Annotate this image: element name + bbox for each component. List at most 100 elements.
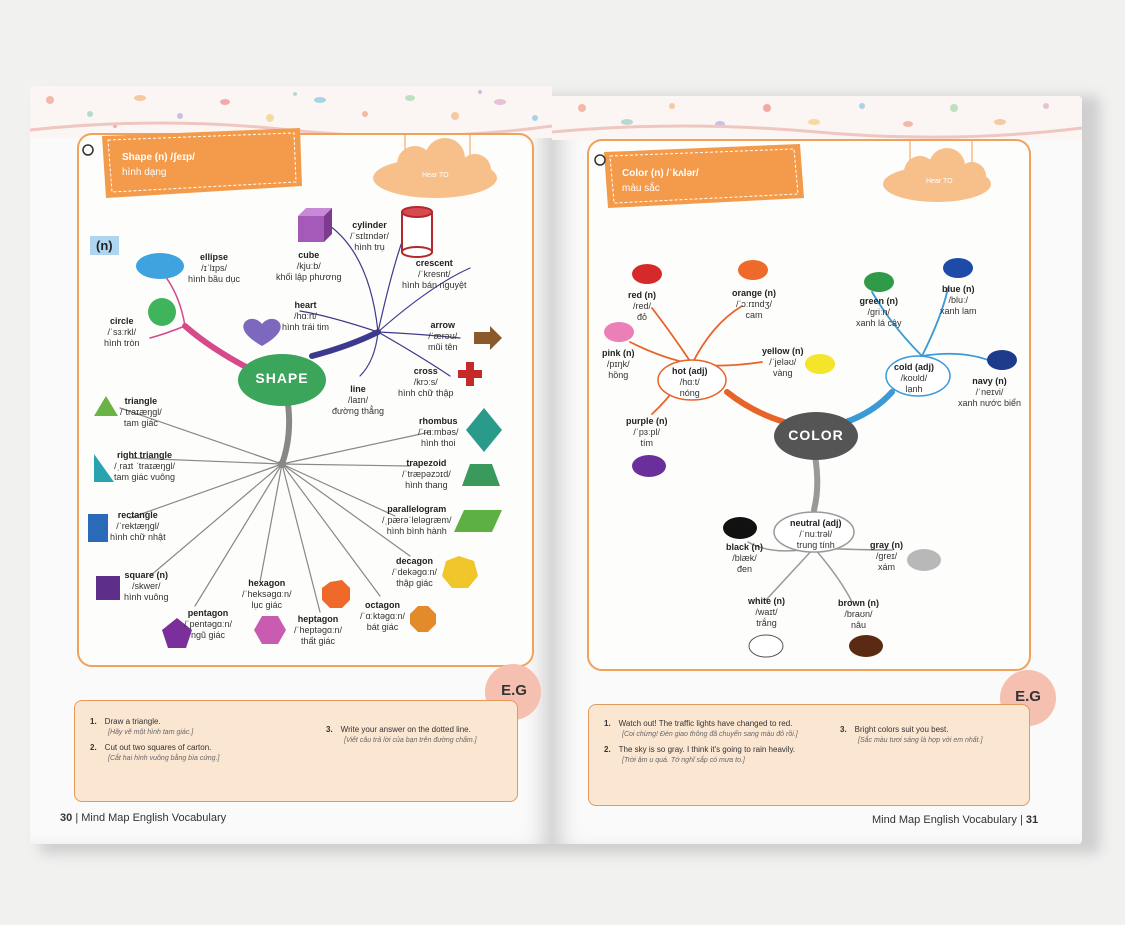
cylinder-icon [401,206,433,258]
pink-swatch [604,322,634,342]
center-label: SHAPE [255,370,309,386]
word-line: line/laɪn/đường thẳng [332,384,384,416]
arrow-icon [474,326,502,350]
word-neutral: neutral (adj)/ˈnuːtrəl/trung tính [790,518,842,550]
word-orange: orange (n)/ˈɔːrɪndʒ/cam [732,288,776,320]
shape-center-node [238,354,326,406]
blue-swatch [943,258,973,278]
mindmap-frame [587,139,1031,671]
example-2: 2.Cut out two squares of carton.[Cắt hai… [90,743,220,762]
word-decagon: decagon/ˈdekəɡɑːn/thập giác [392,556,438,588]
hot-node [657,359,727,401]
example-box [74,700,518,802]
mindmap-branches [119,225,471,613]
heptagon-icon [322,580,350,608]
word-brown: brown (n)/braʊn/nâu [838,598,879,630]
title-banner [102,128,302,198]
word-cross: cross/krɔːs/hình chữ thập [398,366,454,398]
heart-icon [243,318,281,346]
word-octagon: octagon/ˈɑːktəɡɑːn/bát giác [360,600,406,632]
parallelogram-icon [454,510,502,532]
pos-tag: (n) [90,236,119,255]
word-heptagon: heptagon/ˈheptəɡɑːn/thất giác [294,614,343,646]
green-swatch [864,272,894,292]
word-white: white (n)/waɪt/trắng [748,596,785,628]
octagon-icon [410,606,436,632]
footer-left: 30 | Mind Map English Vocabulary [60,812,227,824]
word-cold: cold (adj)/koʊld/lạnh [894,362,934,394]
word-cylinder: cylinder/ˈsɪlɪndər/hình trụ [350,220,389,252]
word-navy: navy (n)/ˈneɪvi/xanh nước biển [958,376,1021,408]
eg-badge: E.G [1015,688,1041,705]
left-page: Shape (n) /ʃeɪp/ hình dạng Hear TO (n) S… [30,86,552,844]
ellipse-icon [136,253,184,279]
word-square: square (n)/skwer/hình vuông [124,570,169,602]
shape-subtitle: hình dạng [122,167,167,178]
word-arrow: arrow/ˈærəʊ/mũi tên [428,320,458,352]
shape-title: Shape (n) /ʃeɪp/ [122,152,195,163]
example-2: 2.The sky is so gray. I think it's going… [604,745,796,764]
example-1: 1.Watch out! The traffic lights have cha… [604,719,798,738]
rhombus-icon [466,408,502,452]
word-blue: blue (n)/bluː/xanh lam [940,284,977,316]
example-box [588,704,1030,806]
word-green: green (n)/ɡriːn/xanh lá cây [856,296,902,328]
yellow-swatch [805,354,835,374]
cube-icon [298,208,332,242]
shape-title-banner: Shape (n) /ʃeɪp/ hình dạng [122,150,195,180]
word-triangle: triangle/ˈtraɪæŋɡl/tam giác [120,396,162,428]
right-page-art [552,96,1082,726]
word-pentagon: pentagon/ˈpentəɡɑːn/ngũ giác [184,608,233,640]
color-title: Color (n) /ˈkʌlər/ [622,168,699,179]
example-1: 1.Draw a triangle.[Hãy vẽ một hình tam g… [90,717,194,736]
hexagon-icon [254,616,286,644]
word-gray: gray (n)/ɡreɪ/xám [870,540,904,572]
shape-icons [88,206,502,648]
black-swatch [723,517,757,539]
title-banner [604,144,804,208]
word-purple: purple (n)/ˈpɜːpl/tím [626,416,668,448]
red-swatch [632,264,662,284]
word-cube: cube/kjuːb/khối lập phương [276,250,342,282]
color-title-banner: Color (n) /ˈkʌlər/ màu sắc [622,166,699,196]
word-ellipse: ellipse/ɪˈlɪps/hình bầu dục [188,252,241,284]
gray-swatch [907,549,941,571]
terrazzo-pattern [552,96,1082,140]
white-swatch [748,634,784,658]
rectangle-icon [88,514,108,542]
cold-node [885,355,951,397]
decagon-icon [442,556,478,588]
cloud-decoration [373,134,497,198]
word-yellow: yellow (n)/ˈjeləʊ/vàng [762,346,804,378]
triangle-icon [94,396,118,416]
word-hot: hot (adj)/hɑːt/nóng [672,366,708,398]
eg-badge: E.G [501,682,527,699]
color-subtitle: màu sắc [622,183,660,194]
square-icon [96,576,120,600]
word-black: black (n)/blæk/đen [726,542,764,574]
cross-icon [458,362,482,386]
brown-swatch [849,635,883,657]
word-rhombus: rhombus/ˈrɑːmbəs/hình thoi [418,416,459,448]
word-trapezoid: trapezoid/ˈtræpəzɔɪd/hình thang [402,458,451,490]
navy-swatch [987,350,1017,370]
center-label: COLOR [788,427,844,443]
word-parallelogram: parallelogram/ˌpærəˈleləɡræm/hình bình h… [382,504,452,536]
neutral-node [773,511,855,553]
word-hexagon: hexagon/ˈheksəɡɑːn/lục giác [242,578,292,610]
color-swatches [604,258,1017,658]
circle-icon [148,298,176,326]
word-rectangle: rectangle/ˈrektæŋɡl/hình chữ nhật [110,510,166,542]
trapezoid-icon [462,464,500,486]
cloud-decoration [883,140,991,202]
purple-swatch [632,455,666,477]
word-circle: circle/ˈsɜːrkl/hình tròn [104,316,140,348]
word-pink: pink (n)/pɪŋk/hồng [602,348,635,380]
cloud-label: Hear TO [926,178,953,185]
orange-swatch [738,260,768,280]
word-red: red (n)/red/đỏ [628,290,656,322]
word-heart: heart/hɑːrt/hình trái tim [282,300,330,332]
color-center-node [774,412,858,460]
cloud-label: Hear TO [422,172,449,179]
word-crescent: crescent/ˈkresnt/hình bán nguyệt [402,258,467,290]
